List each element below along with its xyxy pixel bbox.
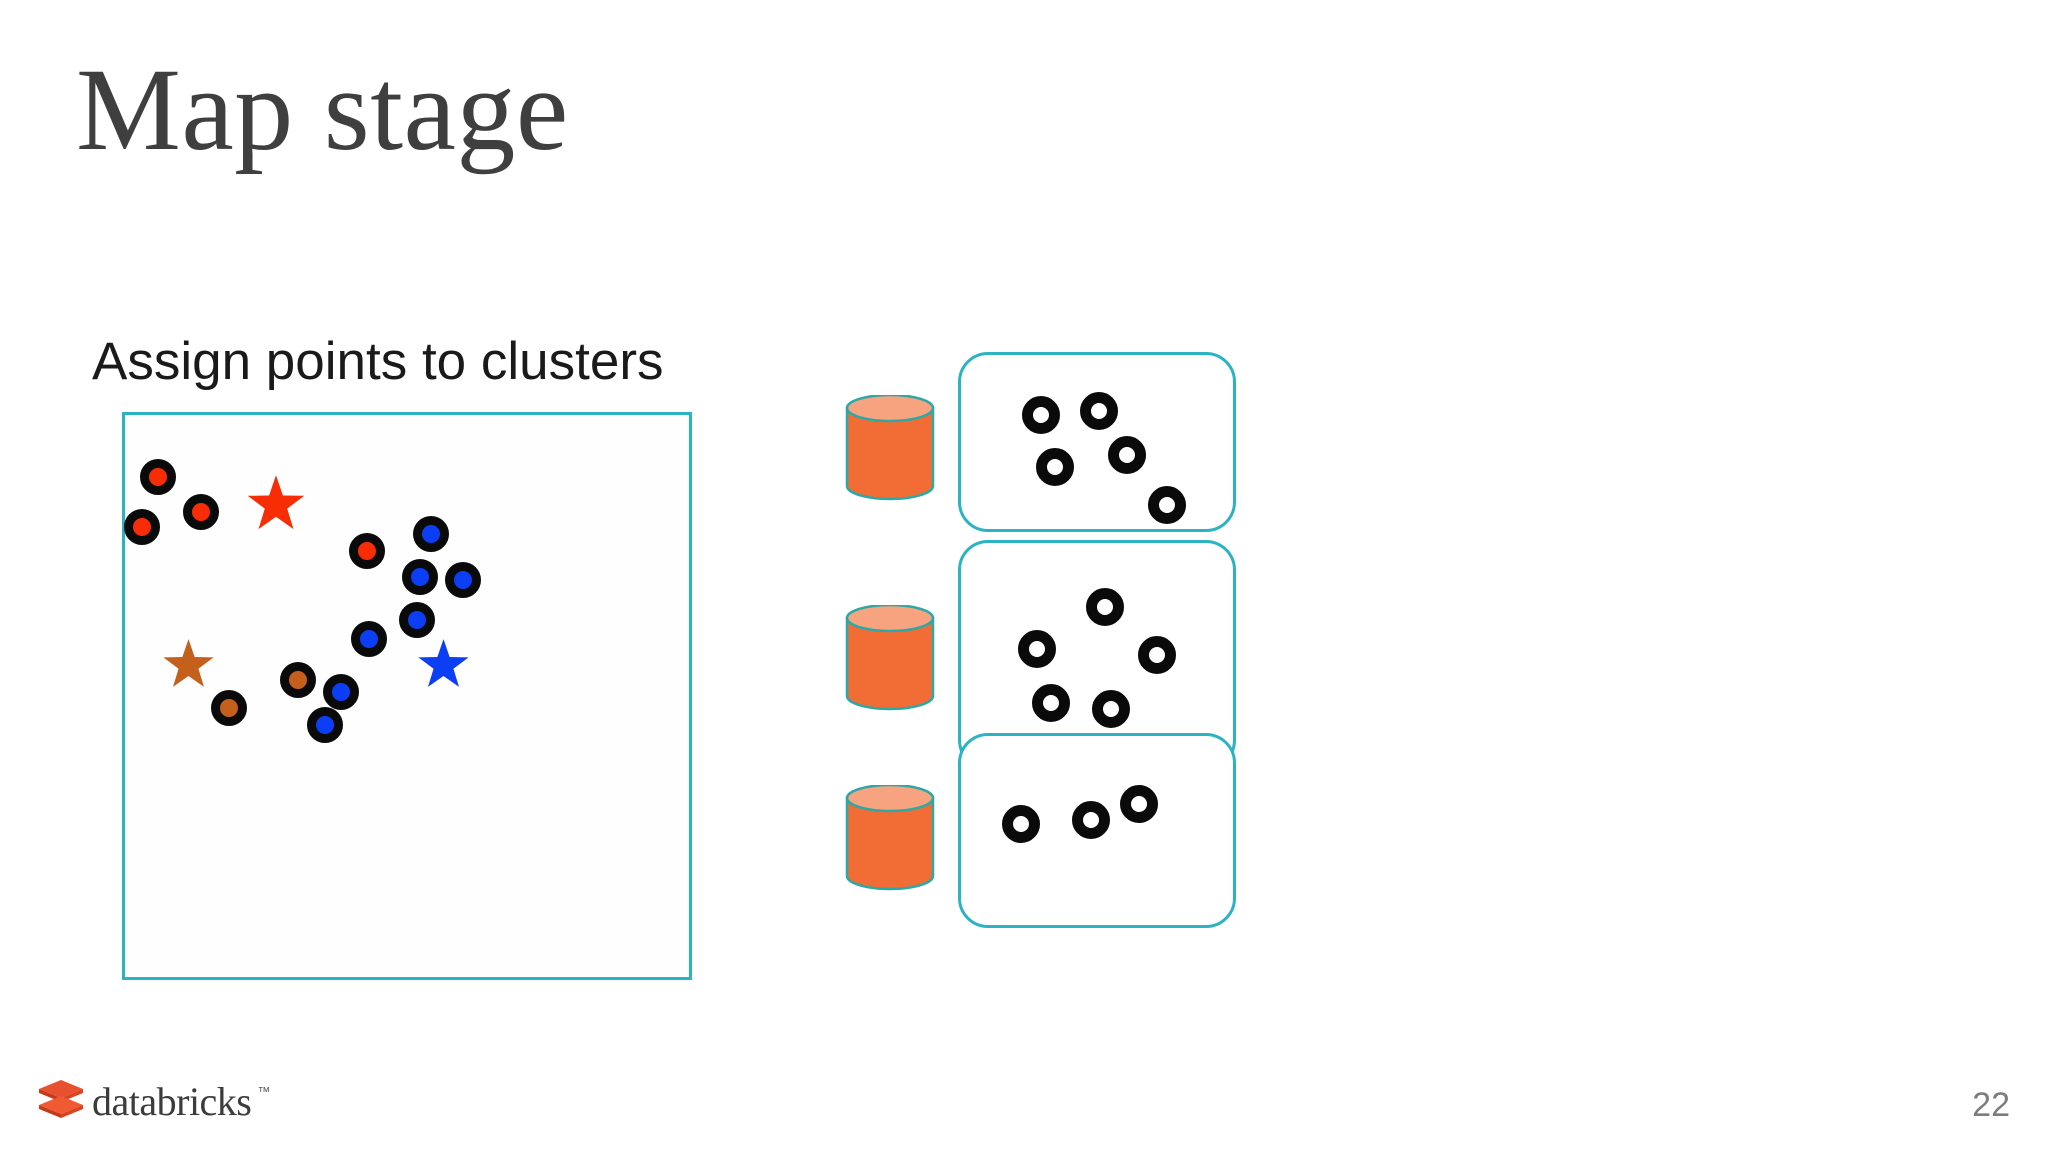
hollow-circle-icon <box>1018 630 1056 668</box>
database-cylinder-icon <box>845 603 935 711</box>
partition-box <box>958 733 1236 928</box>
scatter-point <box>183 494 219 530</box>
centroid-star-icon <box>416 638 471 693</box>
scatter-point <box>351 621 387 657</box>
scatter-point <box>402 559 438 595</box>
scatter-point <box>445 562 481 598</box>
scatter-point <box>124 509 160 545</box>
database-cylinder-icon <box>845 783 935 891</box>
hollow-circle-icon <box>1022 396 1060 434</box>
scatter-point <box>140 459 176 495</box>
scatter-point <box>307 707 343 743</box>
scatter-plot-panel <box>122 412 692 980</box>
centroid-star-icon <box>161 638 216 693</box>
partition-box <box>958 352 1236 532</box>
scatter-point <box>280 662 316 698</box>
partition-box <box>958 540 1236 770</box>
scatter-point <box>349 533 385 569</box>
page-title: Map stage <box>76 44 569 175</box>
databricks-stacked-bricks-icon <box>38 1078 84 1125</box>
brand-wordmark: databricks <box>92 1079 252 1124</box>
page-number: 22 <box>1972 1086 2010 1124</box>
hollow-circle-icon <box>1092 690 1130 728</box>
trademark-symbol: ™ <box>257 1084 271 1099</box>
scatter-point <box>399 602 435 638</box>
hollow-circle-icon <box>1138 636 1176 674</box>
centroid-star-icon <box>245 474 307 536</box>
hollow-circle-icon <box>1036 448 1074 486</box>
hollow-circle-icon <box>1080 392 1118 430</box>
hollow-circle-icon <box>1148 486 1186 524</box>
database-cylinder-icon <box>845 393 935 501</box>
hollow-circle-icon <box>1002 805 1040 843</box>
hollow-circle-icon <box>1120 785 1158 823</box>
hollow-circle-icon <box>1072 801 1110 839</box>
hollow-circle-icon <box>1032 684 1070 722</box>
hollow-circle-icon <box>1108 436 1146 474</box>
scatter-point <box>323 674 359 710</box>
databricks-logo: databricks ™ <box>38 1078 270 1125</box>
scatter-point <box>413 516 449 552</box>
scatter-point <box>211 690 247 726</box>
partition-pipeline <box>840 340 1260 940</box>
section-subtitle: Assign points to clusters <box>92 332 664 391</box>
hollow-circle-icon <box>1086 588 1124 626</box>
